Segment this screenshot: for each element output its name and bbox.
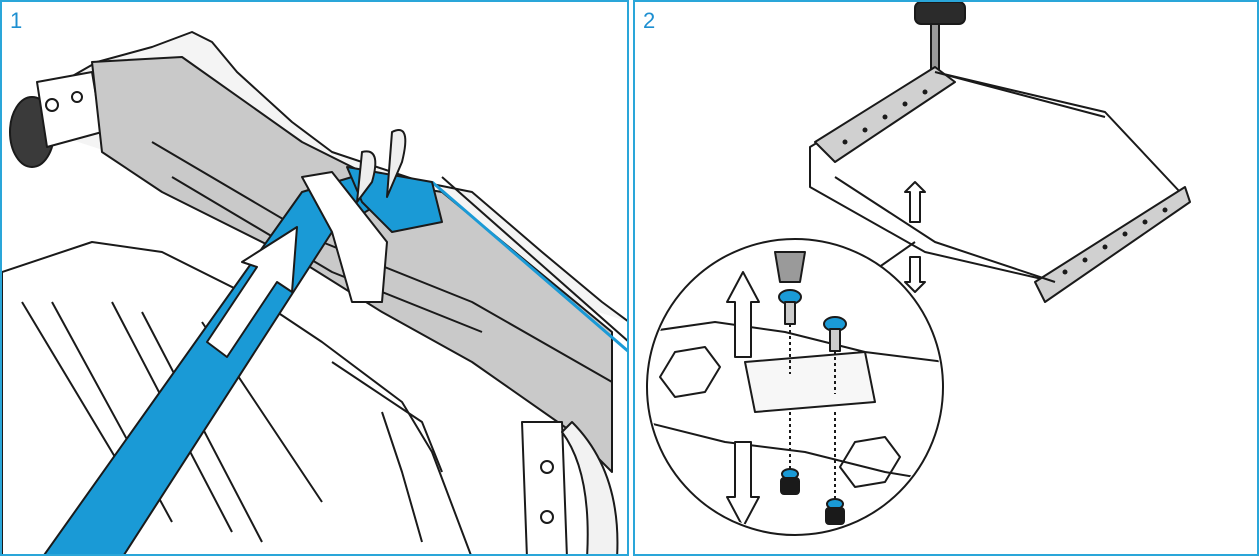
down-arrow — [726, 441, 760, 528]
right-bracket — [521, 421, 568, 554]
hexagon-left — [659, 346, 721, 398]
screws-top — [778, 289, 847, 352]
step-2-panel: 2 — [633, 0, 1259, 556]
plate — [744, 351, 876, 413]
step-1-panel: 1 — [0, 0, 629, 556]
curved-shield — [561, 421, 619, 554]
step-1-number: 1 — [10, 8, 23, 33]
step-2-number: 2 — [643, 8, 656, 33]
mounting-frame — [809, 71, 1181, 283]
up-arrow — [726, 271, 760, 358]
hexagon-right — [839, 436, 901, 488]
push-arrow — [206, 226, 298, 358]
step-1-illustration — [2, 31, 627, 554]
tool-strap — [43, 129, 443, 554]
down-arrow-small — [904, 256, 926, 293]
up-arrow-small — [904, 181, 926, 223]
step-2-illustration — [646, 2, 1191, 536]
screws-bottom — [780, 468, 845, 525]
release-clips — [386, 129, 407, 198]
perforated-rail-right — [1034, 186, 1191, 303]
